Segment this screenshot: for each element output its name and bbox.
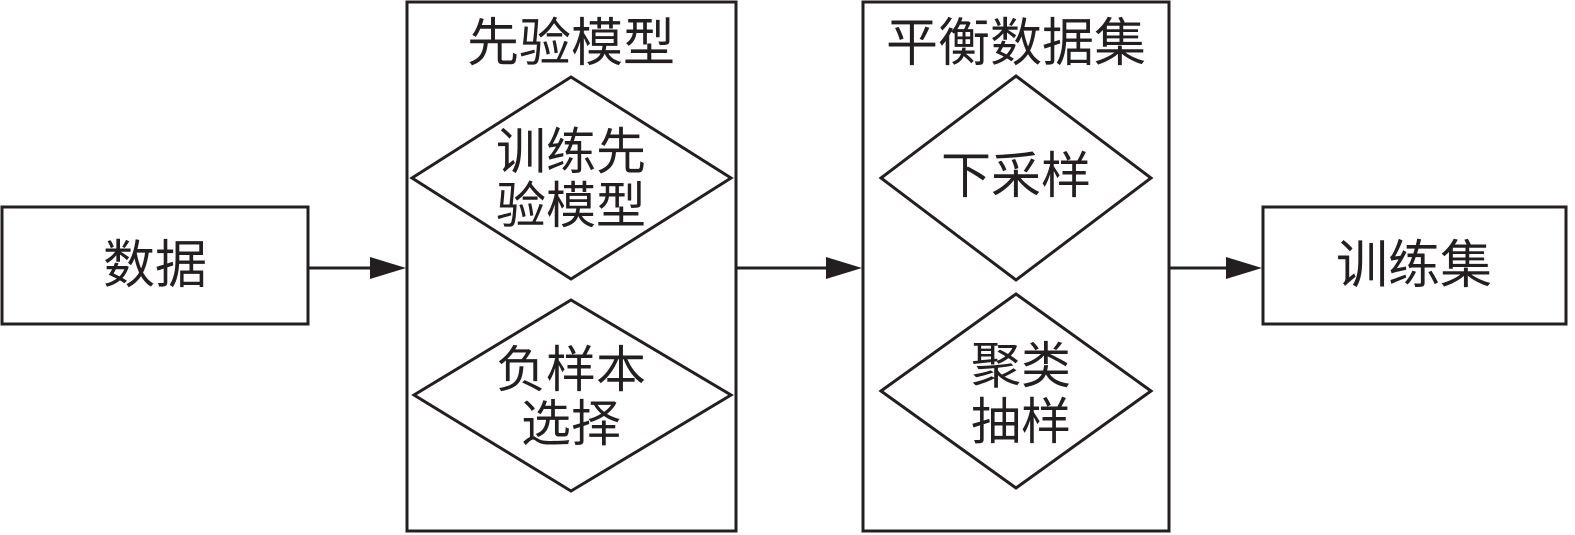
step-negative-sample-selection-line2: 选择 [521,395,621,453]
step-cluster-sampling-line2: 抽样 [971,393,1071,451]
step-downsampling: 下采样 [878,74,1154,282]
step-train-prior-model-line1: 训练先 [496,123,646,181]
data-node: 数据 [0,205,310,326]
arrow-balanced-dataset-to-training-set [1170,257,1262,279]
prior-model-title: 先验模型 [467,14,675,74]
step-negative-sample-selection: 负样本 选择 [411,298,734,493]
step-train-prior-model-line2: 验模型 [496,177,646,235]
balanced-dataset-node: 平衡数据集 下采样 聚类 抽样 [861,0,1171,533]
training-set-node: 训练集 [1261,205,1568,326]
arrow-data-to-prior-model [308,257,406,279]
balanced-dataset-title: 平衡数据集 [886,14,1146,74]
training-set-label: 训练集 [1336,236,1492,296]
step-negative-sample-selection-line1: 负样本 [496,341,646,399]
step-cluster-sampling: 聚类 抽样 [878,292,1154,490]
data-label: 数据 [103,236,207,296]
prior-model-node: 先验模型 训练先 验模型 负样本 选择 [405,0,738,533]
arrow-prior-model-to-balanced-dataset [737,257,862,279]
step-downsampling-line1: 下采样 [941,147,1091,205]
step-cluster-sampling-line1: 聚类 [971,337,1071,395]
step-train-prior-model: 训练先 验模型 [409,75,734,281]
